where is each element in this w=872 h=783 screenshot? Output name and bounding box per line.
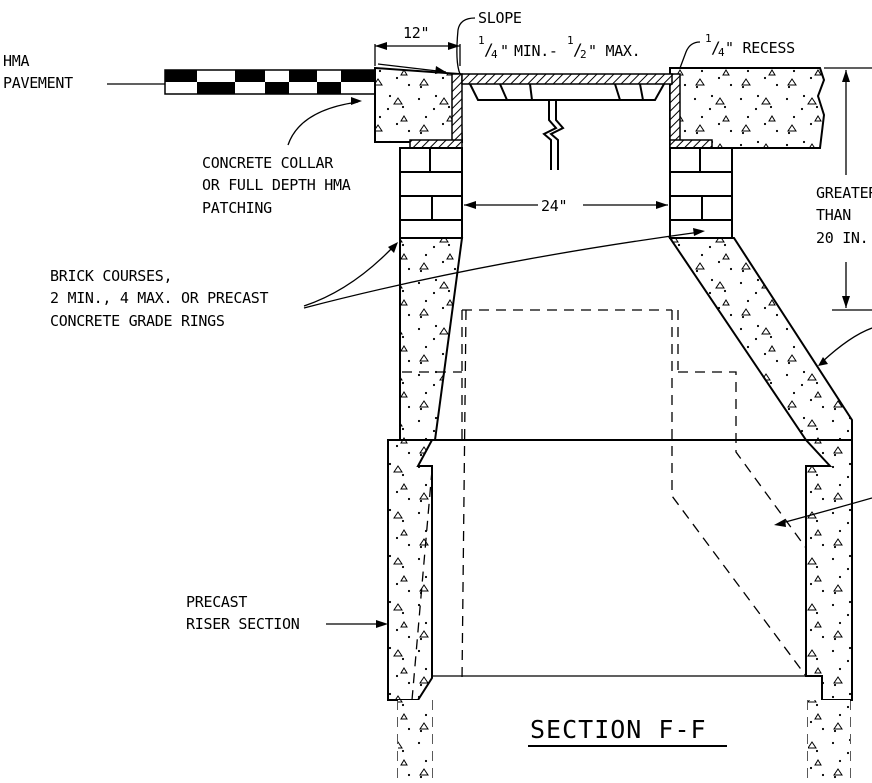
frame-left <box>451 73 463 143</box>
svg-text:/: / <box>573 40 582 59</box>
riser-leader-arrow <box>376 620 388 628</box>
lower-wall-fill-right <box>808 700 850 783</box>
svg-text:" RECESS: " RECESS <box>725 39 795 57</box>
brick-leader-right <box>303 231 701 309</box>
hma-pavement-band <box>164 69 376 95</box>
right-leader-lower <box>777 497 872 525</box>
brick-label-1: BRICK COURSES, <box>50 267 172 285</box>
svg-text:/: / <box>484 40 493 59</box>
riser-label-2: RISER SECTION <box>186 615 300 633</box>
dim-12-line <box>374 44 461 66</box>
brick-leader-right-arrow <box>693 228 705 236</box>
svg-text:1: 1 <box>478 34 484 47</box>
svg-text:1: 1 <box>705 32 711 45</box>
recess-label: 1 / 4 " RECESS <box>705 32 795 59</box>
left-riser-wall <box>387 439 434 701</box>
slope-leader <box>456 17 476 75</box>
right-pavement-slab <box>669 67 826 149</box>
svg-text:": " <box>500 42 509 60</box>
right-leader-upper <box>821 327 872 363</box>
svg-text:2: 2 <box>580 48 586 61</box>
collar-label-2: OR FULL DEPTH HMA <box>202 176 351 194</box>
svg-text:MIN.-: MIN.- <box>514 42 558 60</box>
frame-flange-left <box>409 139 463 149</box>
svg-text:4: 4 <box>491 48 498 61</box>
brick-courses-right <box>669 147 733 239</box>
slope-range-label: 1 / 4 " MIN.- 1 / 2 " MAX. <box>478 34 641 61</box>
dim-20-line <box>824 67 872 311</box>
svg-text:4: 4 <box>718 46 725 59</box>
left-cone-wall <box>399 237 464 441</box>
greater-than-label-1: GREATER <box>816 184 872 202</box>
svg-text:1: 1 <box>567 34 573 47</box>
hma-label-2: PAVEMENT <box>3 74 73 92</box>
greater-than-label-2: THAN <box>816 206 851 224</box>
brick-label-2: 2 MIN., 4 MAX. OR PRECAST <box>50 289 269 307</box>
collar-leader <box>287 101 359 146</box>
section-title: SECTION F-F <box>530 715 707 744</box>
slope-arrow-head <box>435 66 446 74</box>
brick-leader-left <box>303 245 395 307</box>
brick-label-3: CONCRETE GRADE RINGS <box>50 312 225 330</box>
brick-courses-left <box>399 147 463 239</box>
slope-label: SLOPE <box>478 9 522 27</box>
recess-leader <box>679 41 701 69</box>
collar-label-1: CONCRETE COLLAR <box>202 154 334 172</box>
riser-label-1: PRECAST <box>186 593 247 611</box>
manhole-cover <box>461 73 673 85</box>
left-concrete-collar <box>374 66 464 143</box>
svg-text:/: / <box>711 38 720 57</box>
collar-leader-arrow <box>351 97 362 105</box>
cover-ribs <box>469 83 665 101</box>
greater-than-label-3: 20 IN. <box>816 229 868 247</box>
svg-text:" MAX.: " MAX. <box>588 42 640 60</box>
hma-label-1: HMA <box>3 52 29 70</box>
collar-label-3: PATCHING <box>202 199 272 217</box>
dim-12-label: 12" <box>403 24 429 42</box>
right-leader-lower-arrow <box>774 519 786 527</box>
right-riser-wall <box>803 439 853 701</box>
dim-24-label: 24" <box>541 197 567 215</box>
slope-arrow-line <box>377 63 447 73</box>
right-leader-upper-arrow <box>818 357 828 366</box>
right-cone-wall <box>668 237 853 441</box>
break-line <box>542 100 565 170</box>
brick-leader-left-arrow <box>388 242 398 253</box>
frame-flange-right <box>669 139 713 149</box>
alternate-cone-outline <box>402 309 807 701</box>
lower-wall-fill-left <box>398 700 432 783</box>
